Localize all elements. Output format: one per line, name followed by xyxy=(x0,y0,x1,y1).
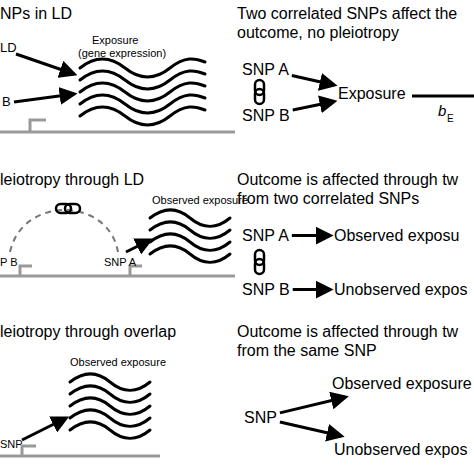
genome-line xyxy=(0,131,235,134)
promoter-mark xyxy=(22,446,36,456)
panel-caption: Outcome is affected through tw from two … xyxy=(237,170,474,208)
text-node: Unobserved expos xyxy=(334,280,467,299)
node-text: Exposure xyxy=(338,84,406,103)
panel-heading: leiotropy through overlap xyxy=(0,322,176,341)
axis-label: Exposure xyxy=(92,34,138,47)
effect-symbol: b xyxy=(438,102,446,120)
snp-arrow xyxy=(126,240,150,252)
genome-line xyxy=(0,455,160,458)
snp-arrow xyxy=(22,418,66,440)
node-text: SNP A xyxy=(242,60,289,79)
arrow-connector xyxy=(293,288,330,291)
snp-label: B xyxy=(2,94,11,110)
ld-chain xyxy=(255,250,264,274)
panel-heading: leiotropy through LD xyxy=(0,170,144,189)
node-text: SNP B xyxy=(242,280,290,299)
promoter-mark xyxy=(20,266,32,276)
node-text: Observed exposure xyxy=(332,374,472,393)
chain-link xyxy=(255,80,264,95)
node-text: SNP A xyxy=(242,226,289,245)
panel-heading: NPs in LD xyxy=(0,4,72,23)
arrow-connector xyxy=(292,234,330,237)
wave-line xyxy=(70,422,150,439)
chain-link xyxy=(255,89,264,104)
text-node: Exposure xyxy=(338,84,406,103)
chain-link xyxy=(255,250,264,265)
wave-line xyxy=(80,83,205,101)
text-node: SNP B xyxy=(242,280,290,299)
effect-subscript: E xyxy=(447,113,454,125)
panel-caption: Outcome is affected through tw from the … xyxy=(237,322,474,360)
effect-arrow xyxy=(412,95,474,98)
text-node: Observed exposu xyxy=(334,226,459,245)
exposure-label: Observed exposure xyxy=(70,356,166,369)
wave-line xyxy=(80,107,205,125)
node-text: Observed exposu xyxy=(334,226,459,245)
snp-label: SNP A xyxy=(104,256,136,269)
snp-label: P B xyxy=(0,256,18,269)
text-node: Observed exposure xyxy=(332,374,472,393)
text-node: SNP xyxy=(244,408,277,427)
snp-arrow xyxy=(14,94,74,102)
node-text: SNP xyxy=(244,408,277,427)
exposure-label: Observed exposure xyxy=(152,194,248,207)
panel-caption: Two correlated SNPs affect the outcome, … xyxy=(237,4,474,42)
snp-label: SNP xyxy=(0,438,23,451)
snp-label: LD xyxy=(0,40,17,56)
ld-chain xyxy=(56,204,80,213)
axis-label: (gene expression) xyxy=(78,47,166,60)
ld-chain xyxy=(255,80,264,104)
wave-line xyxy=(80,71,205,89)
arrow-connector xyxy=(292,76,334,86)
wave-line xyxy=(80,59,205,77)
text-node: SNP A xyxy=(242,226,289,245)
ld-arc xyxy=(10,210,118,252)
node-text: Unobserved expos xyxy=(334,280,467,299)
expression-waves xyxy=(70,374,150,439)
chain-link xyxy=(255,259,264,274)
wave-line xyxy=(150,246,230,263)
genome-line xyxy=(0,275,235,278)
node-text: SNP B xyxy=(242,106,290,125)
promoter-mark xyxy=(30,120,46,132)
expression-waves xyxy=(150,210,230,263)
arrow-connector xyxy=(280,422,341,436)
arrow-connector xyxy=(293,101,334,110)
node-text: Unobserved expos xyxy=(334,440,467,459)
text-node: SNP A xyxy=(242,60,289,79)
chain-link xyxy=(65,204,80,213)
text-node: SNP B xyxy=(242,106,290,125)
chain-link xyxy=(56,204,71,213)
wave-line xyxy=(80,95,205,113)
snp-arrow xyxy=(16,54,74,74)
text-node: Unobserved expos xyxy=(334,440,467,459)
arrow-connector xyxy=(280,397,345,413)
expression-waves xyxy=(80,59,205,125)
